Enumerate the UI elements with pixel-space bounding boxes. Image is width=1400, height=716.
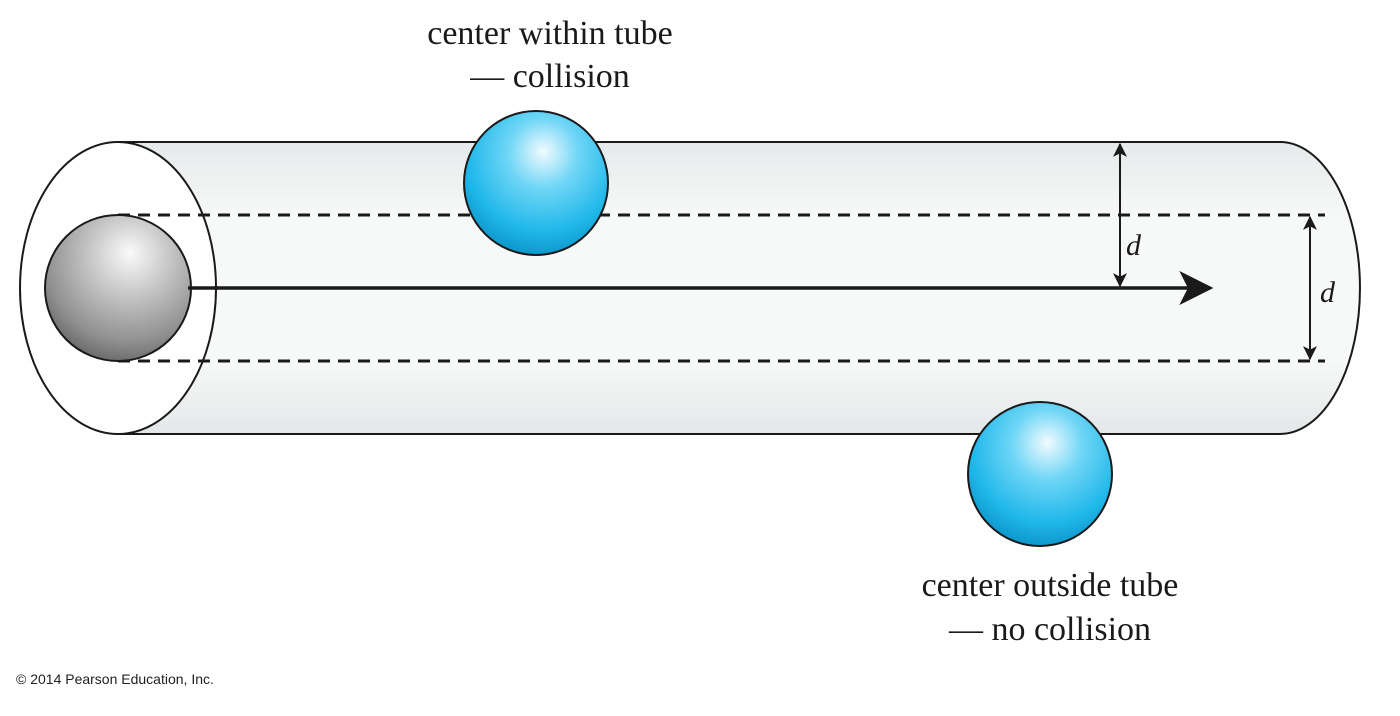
blue-sphere-collision [463,110,609,256]
copyright-notice: © 2014 Pearson Education, Inc. [16,671,214,687]
blue-sphere-no-collision [967,401,1113,547]
label-bottom-line2: — no collision [948,611,1151,648]
label-bottom-line1: center outside tube [922,567,1179,604]
label-top-line2: — collision [469,58,630,95]
gray-sphere [44,214,192,362]
label-dimension-inner: d [1126,229,1142,262]
label-top-line1: center within tube [427,15,672,52]
label-dimension-outer: d [1320,276,1336,309]
